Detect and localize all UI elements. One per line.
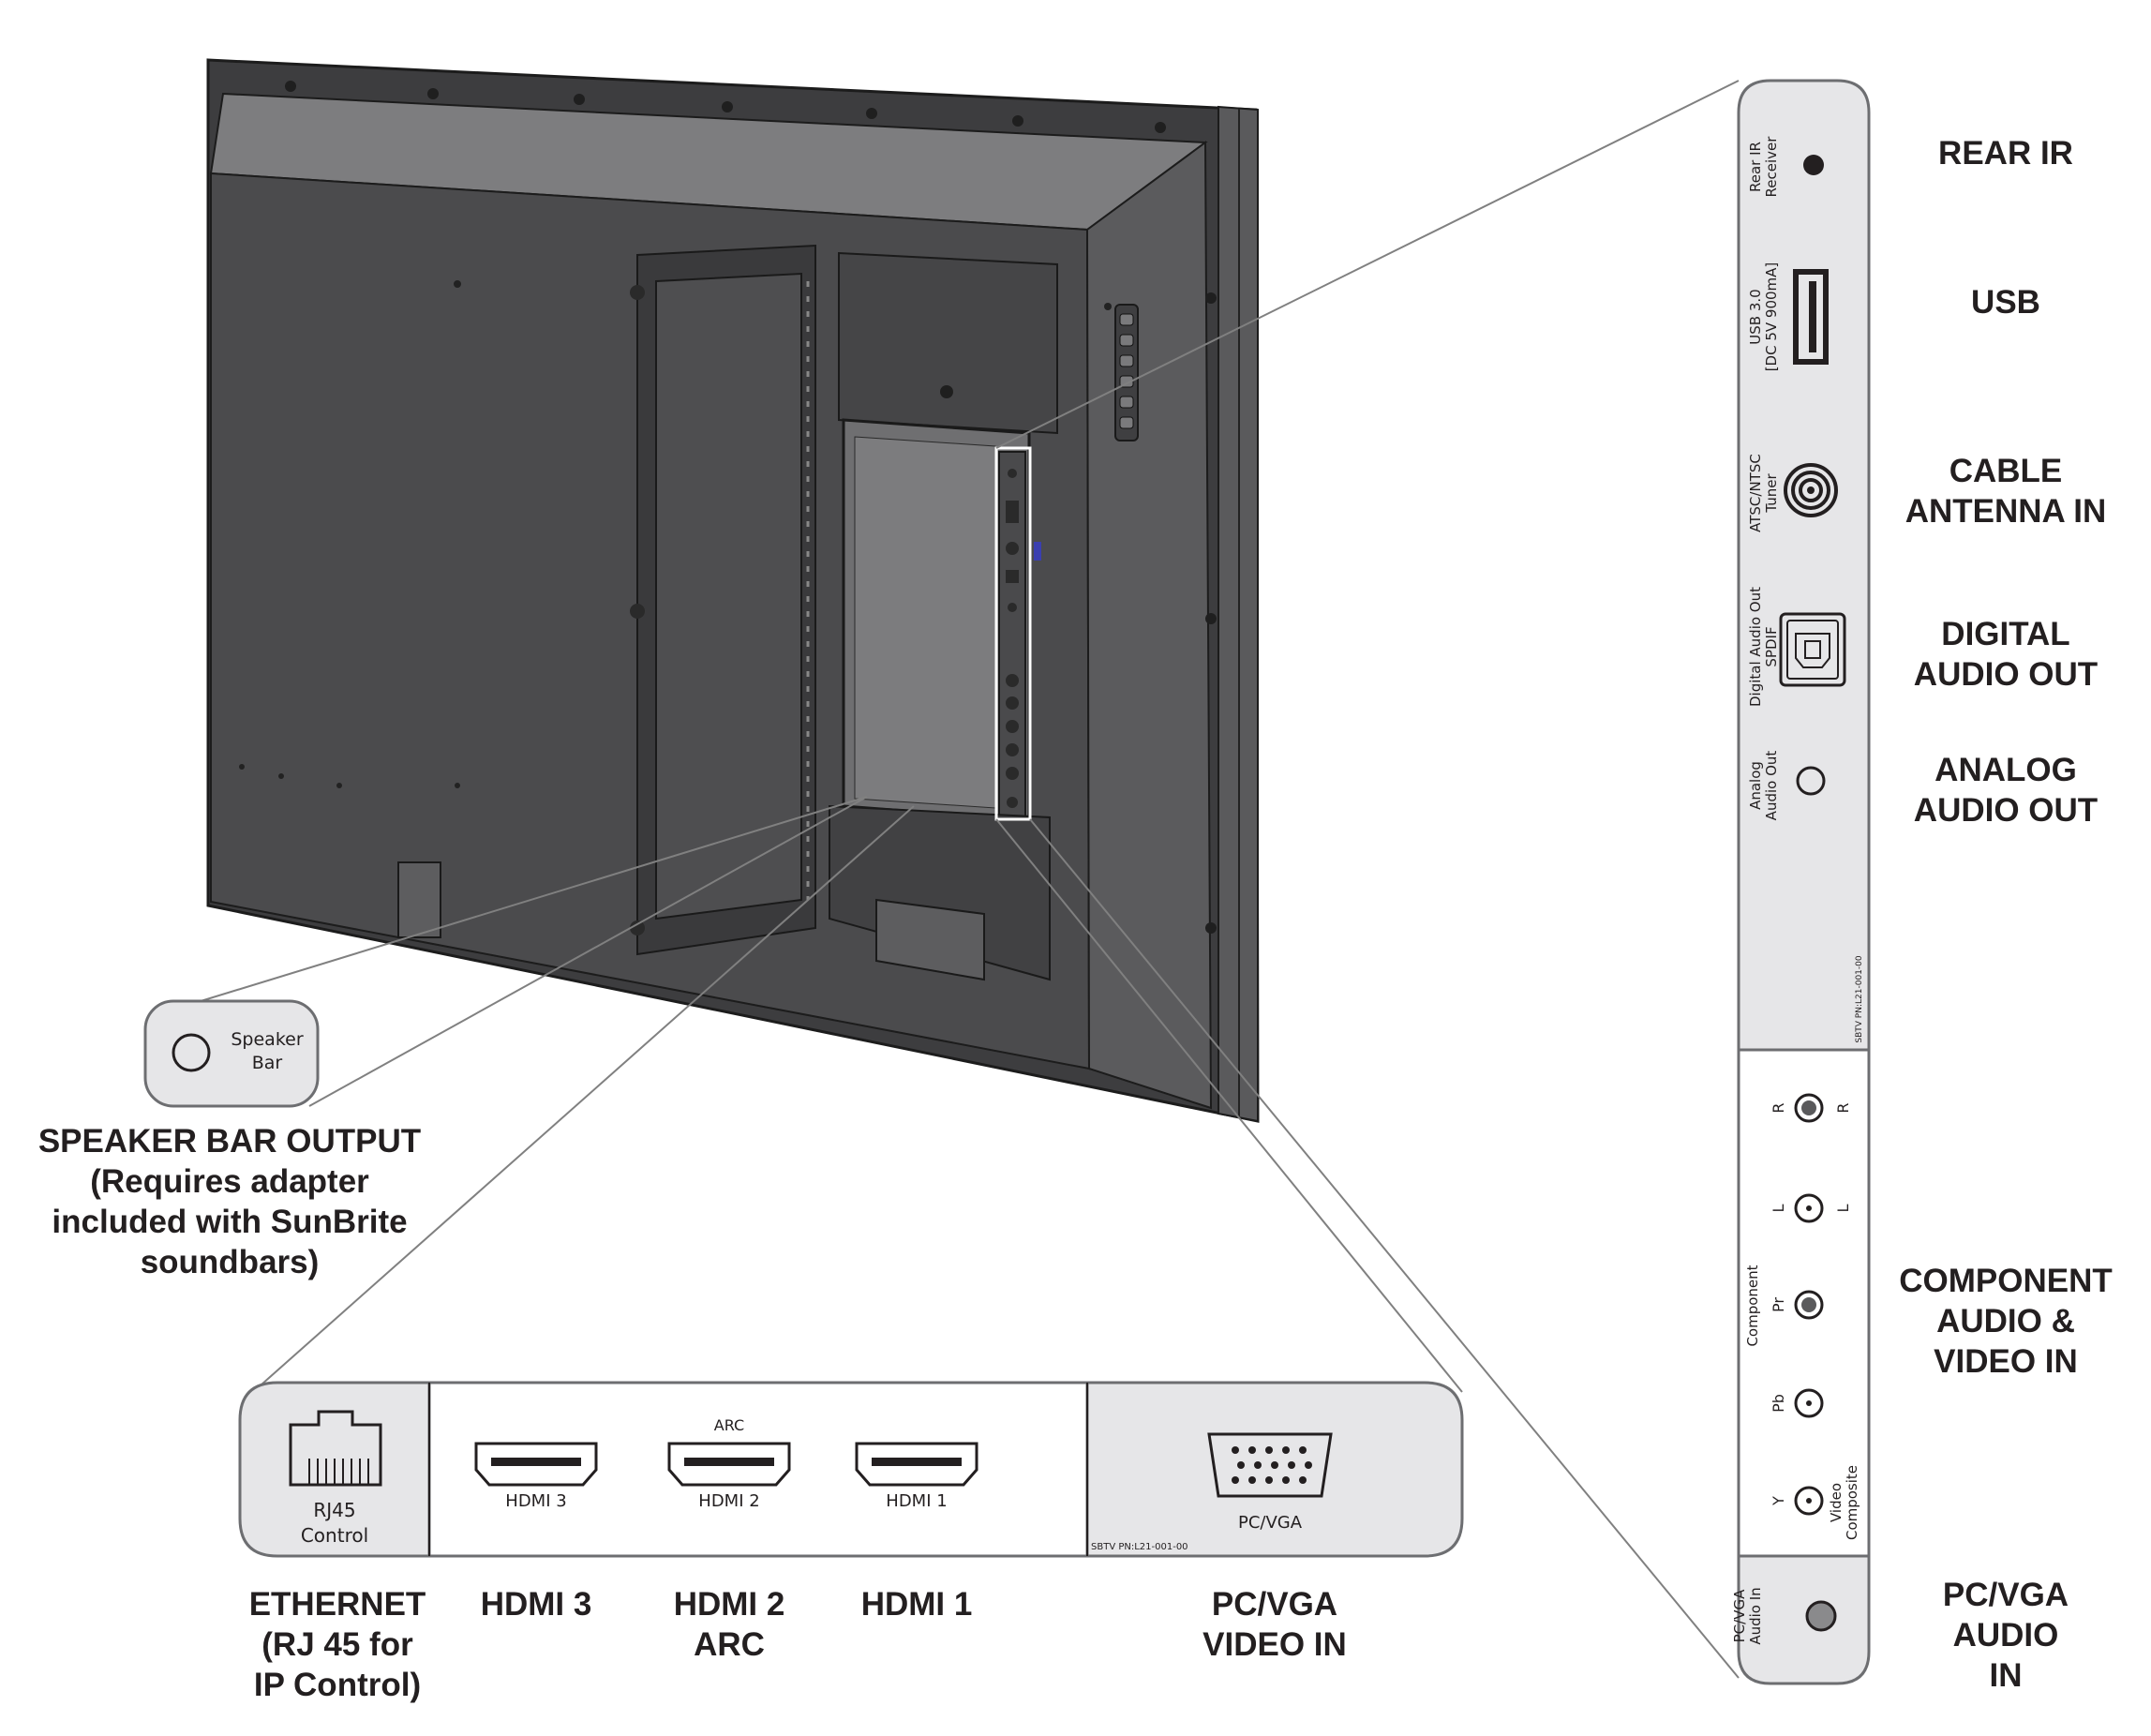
jack-letter-y: Y [1770,1496,1787,1505]
coax-tuner-icon [1784,463,1838,517]
callout-hdmi2-arc: HDMI 2 ARC [673,1586,785,1663]
callout-cable-antenna: CABLE ANTENNA IN [1905,453,2107,530]
callout-digital-audio-out: DIGITAL AUDIO OUT [1913,616,2099,693]
rear-ir-receiver-icon [1803,155,1824,175]
composite-label: Video Composite [1828,1464,1860,1541]
side-connector-panel [1737,79,1871,1685]
callout-rear-ir: REAR IR [1938,135,2073,172]
pcvga-panel-text: PC/VGA [1238,1513,1303,1533]
analog-audio-jack-icon [1796,766,1826,796]
side-part-number: SBTV PN:L21-001-00 [1855,955,1864,1043]
hdmi1-panel-text: HDMI 1 [886,1491,947,1511]
hdmi1-port-icon [855,1442,978,1487]
rear-ir-receiver-label: Rear IR Receiver [1747,136,1780,198]
usb-label: USB 3.0 [DC 5V 900mA] [1747,262,1780,372]
callout-ethernet: ETHERNET (RJ 45 for IP Control) [248,1586,426,1703]
hdmi3-port-icon [474,1442,598,1487]
tv-rear-body [206,58,1260,1123]
component-label: Component [1744,1265,1761,1347]
jack-letter-right-l: L [1834,1204,1852,1213]
callout-analog-audio-out: ANALOG AUDIO OUT [1913,752,2099,829]
speaker-bar-text-1: Speaker [231,1029,303,1050]
callout-usb: USB [1971,284,2040,321]
jack-letter-r: R [1770,1102,1787,1114]
hdmi2-panel-text: HDMI 2 [698,1491,759,1511]
bottom-part-number: SBTV PN:L21-001-00 [1091,1542,1188,1552]
usb-port-icon [1793,269,1829,365]
callout-hdmi1: HDMI 1 [860,1586,973,1623]
speaker-bar-text-2: Bar [252,1053,283,1073]
rj45-text: RJ45 [313,1499,355,1521]
callout-pcvga-audio-in: PC/VGA AUDIO IN [1942,1577,2069,1694]
control-text: Control [301,1524,368,1547]
jack-letter-pr: Pr [1770,1297,1787,1312]
rj45-port-icon [289,1410,382,1487]
callout-speaker-bar-output: SPEAKER BAR OUTPUT (Requires adapter inc… [37,1123,422,1280]
analog-audio-label: Analog Audio Out [1747,750,1780,821]
vga-port-icon [1207,1432,1333,1498]
speaker-bar-box [143,999,320,1108]
jack-letter-right-r: R [1834,1102,1852,1114]
callout-pcvga-video-in: PC/VGA VIDEO IN [1202,1586,1347,1663]
tuner-label: ATSC/NTSC Tuner [1747,454,1780,532]
arc-panel-text: ARC [714,1416,744,1434]
optical-spdif-icon [1779,612,1846,687]
hdmi3-panel-text: HDMI 3 [505,1491,566,1511]
rca-jack-icons [1794,1093,1824,1516]
hdmi2-port-icon [667,1442,791,1487]
leader-lines [163,80,1740,1679]
jack-letter-l: L [1770,1204,1787,1213]
jack-letter-pb: Pb [1770,1394,1787,1413]
callout-hdmi3: HDMI 3 [480,1586,592,1623]
pcvga-audio-jack-icon [1805,1600,1837,1632]
bottom-connector-panel: RJ45 Control HDMI 3 ARC HDMI 2 HDMI 1 PC… [231,1029,1464,1558]
pcvga-audio-in-label: PC/VGA Audio In [1731,1587,1764,1645]
speaker-bar-jack-icon [172,1033,211,1072]
spdif-label: Digital Audio Out SPDIF [1747,587,1780,708]
callout-component: COMPONENT AUDIO & VIDEO IN [1899,1263,2113,1380]
